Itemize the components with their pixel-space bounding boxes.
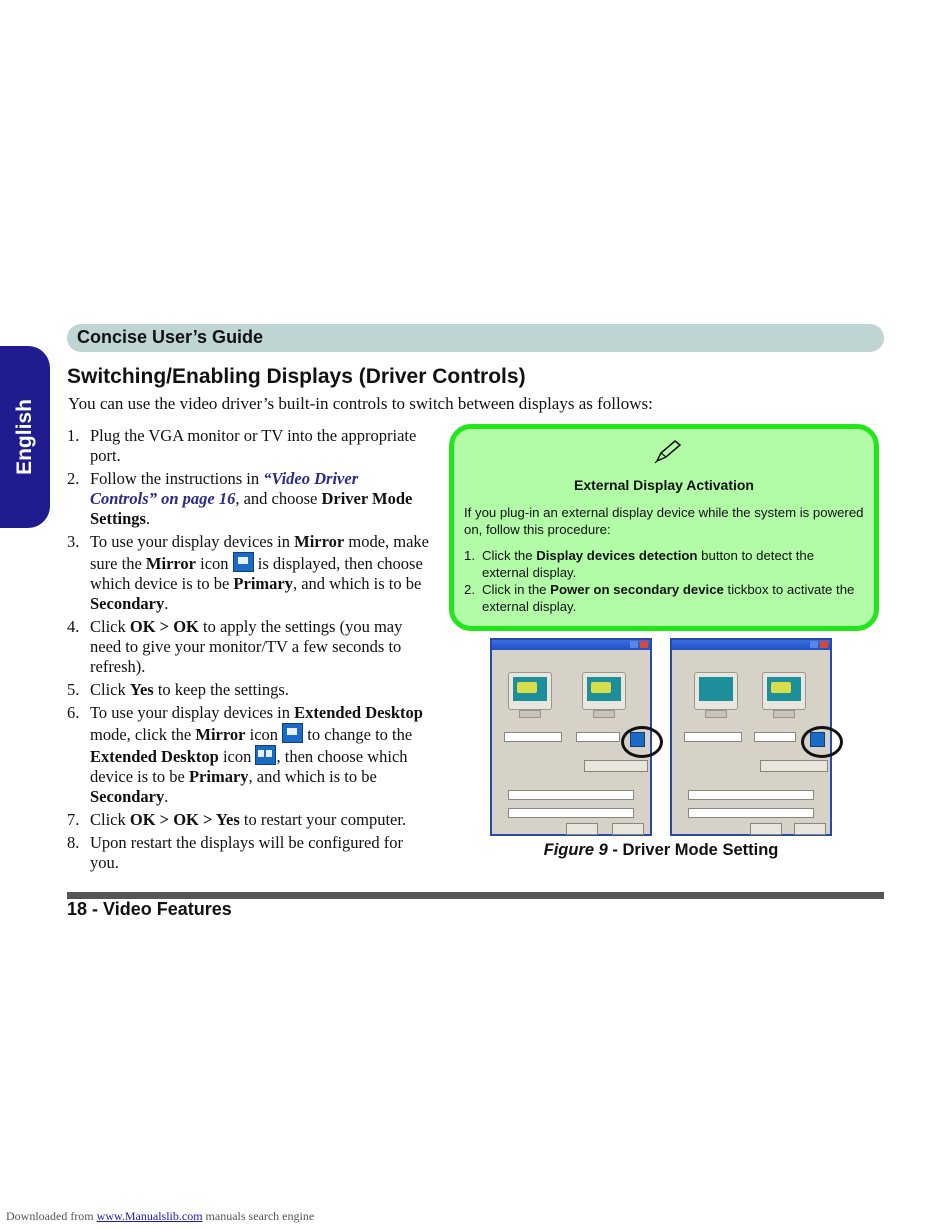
secondary-monitor-icon [582,672,626,710]
step-text: . [145,509,151,528]
step-text: to apply the settings (you may need to g… [90,617,403,676]
step-text: to keep the settings. [153,680,289,699]
page-footer: 18 - Video Features [67,899,232,919]
note-paragraph: If you plug-in an external display devic… [464,505,864,537]
note-list: 1. Click the Display devices detection bu… [464,547,864,615]
step-text: . [164,594,169,613]
step-item: 7. Click OK > OK > Yes to restart your co… [67,810,429,830]
extended-desktop-icon [255,745,277,765]
language-tab: English [0,346,50,528]
step-item: 5. Click Yes to keep the settings. [67,680,429,700]
primary-monitor-icon [694,672,738,710]
step-bold: Primary [188,767,249,786]
step-bold: OK > OK > Yes [129,810,240,829]
download-suffix: manuals search engine [202,1209,315,1223]
mirror-icon [232,552,254,572]
note-number: 2. [464,582,475,597]
step-text: Upon restart the displays will be config… [90,833,403,872]
language-tab-label: English [13,399,36,475]
step-text: To use your display devices in [90,532,295,551]
step-text: mode, make sure the [90,532,429,573]
note-bold: Power on secondary device [550,582,724,597]
figure-caption: Figure 9 - Driver Mode Setting [490,841,832,860]
step-bold: OK > OK [129,617,199,636]
step-bold: Yes [129,680,154,699]
step-number: 5. [67,680,80,699]
step-text: is displayed, then choose which device i… [90,554,423,593]
note-box: External Display Activation If you plug-… [449,424,879,631]
step-bold: Extended Desktop [90,747,219,766]
step-text: to change to the [303,725,413,744]
step-text: icon [196,554,233,573]
note-bold: Display devices detection [536,548,698,563]
step-text: Click [90,810,130,829]
step-number: 8. [67,833,80,852]
step-item: 1. Plug the VGA monitor or TV into the ap… [67,426,429,466]
step-number: 4. [67,617,80,636]
step-text: , and which is to be [248,767,377,786]
note-text: Click in the [482,582,551,597]
step-bold: Mirror [195,725,246,744]
mirror-icon [282,723,304,743]
step-bold: Secondary [90,594,165,613]
note-text: Click the [482,548,537,563]
figure-title: Driver Mode Setting [622,841,779,859]
footer-rule [67,892,884,899]
step-text: to restart your computer. [239,810,407,829]
download-note: Downloaded from www.Manualslib.com manua… [6,1209,314,1224]
step-bold: Primary [233,574,293,593]
step-bold: Mirror [145,554,196,573]
step-text: Follow the instructions in [90,469,264,488]
note-item: 1. Click the Display devices detection bu… [464,547,864,581]
step-item: 2. Follow the instructions in “Video Driv… [67,469,429,529]
note-number: 1. [464,548,475,563]
step-text: icon [218,747,256,766]
guide-title: Concise User’s Guide [77,327,264,347]
video-driver-controls-link[interactable]: “Video Driver Controls” on page 16 [90,469,359,508]
secondary-monitor-icon [762,672,806,710]
step-text: mode, click the [90,725,196,744]
step-bold: Driver Mode Settings [90,489,413,528]
step-number: 1. [67,426,80,445]
step-item: 4. Click OK > OK to apply the settings (y… [67,617,429,677]
step-item: 6. To use your display devices in Extende… [67,703,429,807]
primary-monitor-icon [508,672,552,710]
step-bold: Extended Desktop [294,703,423,722]
steps-list: 1. Plug the VGA monitor or TV into the ap… [67,426,429,876]
step-text: , then choose which device is to be [90,747,408,786]
figure-separator: - [607,841,623,859]
step-bold: Mirror [294,532,345,551]
step-number: 6. [67,703,80,722]
figure-label: Figure 9 [543,841,608,859]
step-item: 8. Upon restart the displays will be conf… [67,833,429,873]
step-text: To use your display devices in [90,703,295,722]
step-text: icon [245,725,283,744]
step-number: 2. [67,469,80,488]
header-bar: Concise User’s Guide [67,324,884,352]
note-text: button to detect the external display. [482,548,815,580]
step-text: , and which is to be [292,574,422,593]
step-text: . [164,787,169,806]
driver-mode-screenshot-mirror [490,638,663,836]
pen-icon [654,440,682,464]
download-prefix: Downloaded from [6,1209,97,1223]
step-bold: Secondary [90,787,165,806]
note-title: External Display Activation [574,477,754,493]
note-item: 2. Click in the Power on secondary device… [464,581,864,615]
step-text: , and choose [235,489,322,508]
step-number: 7. [67,810,80,829]
driver-mode-screenshot-extended [670,638,843,836]
manualslib-link[interactable]: www.Manualslib.com [96,1209,203,1223]
step-item: 3.To use your display devices in Mirror … [67,532,429,614]
intro-text: You can use the video driver’s built-in … [68,394,653,413]
step-text: Click [90,617,130,636]
note-text: tickbox to activate the external display… [482,582,855,614]
section-title: Switching/Enabling Displays (Driver Cont… [67,365,526,388]
step-text: Plug the VGA monitor or TV into the appr… [90,426,417,465]
step-text: Click [90,680,130,699]
step-number: 3. [67,532,80,551]
